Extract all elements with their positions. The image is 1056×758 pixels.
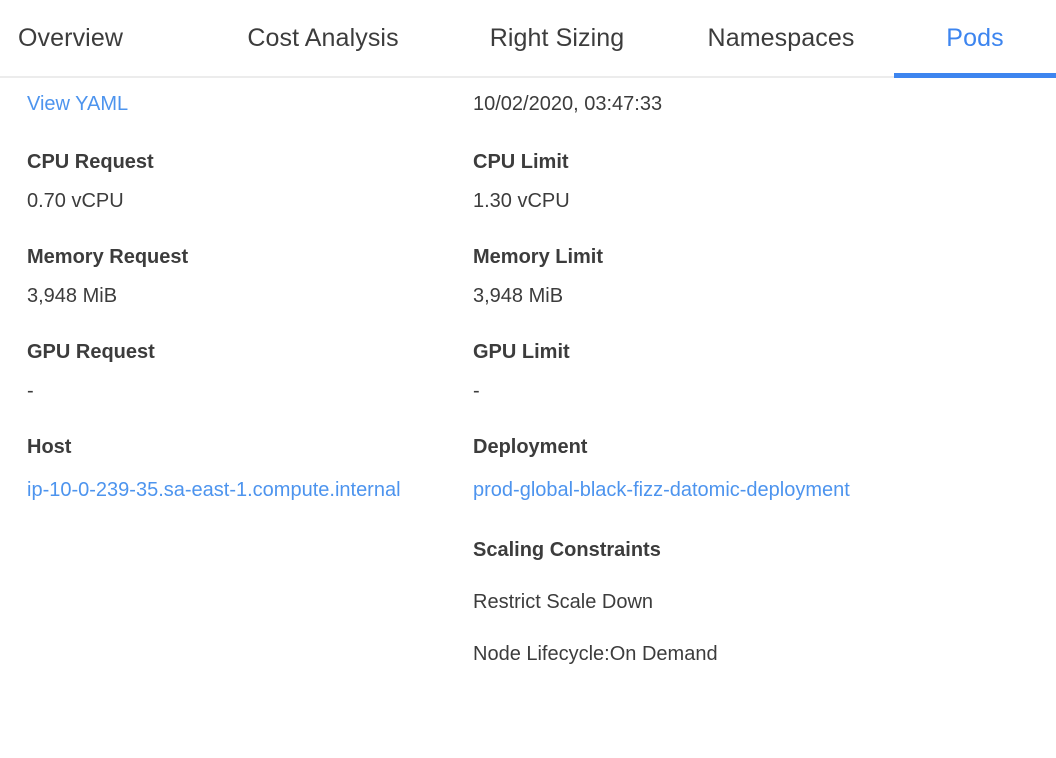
memory-limit-label: Memory Limit [473, 246, 604, 268]
tab-right-sizing[interactable]: Right Sizing [446, 0, 668, 76]
gpu-limit-label: GPU Limit [473, 341, 570, 363]
tab-pods-label: Pods [946, 23, 1004, 52]
field-gpu-limit: GPU Limit - [473, 339, 964, 404]
tab-bar: Overview Cost Analysis Right Sizing Name… [0, 0, 1056, 78]
memory-request-value: 3,948 MiB [27, 285, 118, 307]
memory-request-label: Memory Request [27, 246, 189, 268]
cpu-request-label: CPU Request [27, 151, 154, 173]
cpu-limit-value: 1.30 vCPU [473, 190, 570, 212]
tab-cost-analysis-label: Cost Analysis [247, 23, 399, 52]
tab-cost-analysis[interactable]: Cost Analysis [200, 0, 446, 76]
cpu-limit-label: CPU Limit [473, 151, 569, 173]
scaling-constraint-item: Restrict Scale Down [473, 591, 654, 613]
gpu-limit-value: - [473, 380, 480, 402]
pod-detail-panel: View YAML CPU Request 0.70 vCPU Memory R… [0, 78, 1056, 667]
field-cpu-request: CPU Request 0.70 vCPU [27, 149, 464, 214]
deployment-link[interactable]: prod-global-black-fizz-datomic-deploymen… [473, 479, 850, 501]
scaling-constraint-item: Node Lifecycle:On Demand [473, 643, 718, 665]
detail-columns: View YAML CPU Request 0.70 vCPU Memory R… [0, 91, 1056, 667]
tab-pods[interactable]: Pods [894, 0, 1056, 78]
deployment-label: Deployment [473, 436, 588, 458]
tab-overview[interactable]: Overview [0, 0, 200, 76]
tab-active-underline [894, 73, 1056, 78]
field-timestamp: 10/02/2020, 03:47:33 [473, 91, 964, 117]
tab-namespaces-label: Namespaces [707, 23, 855, 52]
field-cpu-limit: CPU Limit 1.30 vCPU [473, 149, 964, 214]
tab-right-sizing-label: Right Sizing [489, 23, 625, 52]
field-scaling-constraints: Scaling Constraints Restrict Scale Down … [473, 537, 964, 667]
gpu-request-value: - [27, 380, 34, 402]
tab-overview-label: Overview [18, 23, 123, 52]
field-memory-limit: Memory Limit 3,948 MiB [473, 244, 964, 309]
view-yaml-link[interactable]: View YAML [27, 93, 129, 115]
timestamp-value: 10/02/2020, 03:47:33 [473, 93, 663, 115]
gpu-request-label: GPU Request [27, 341, 155, 363]
detail-column-right: 10/02/2020, 03:47:33 CPU Limit 1.30 vCPU… [464, 91, 964, 667]
field-gpu-request: GPU Request - [27, 339, 464, 404]
host-link[interactable]: ip-10-0-239-35.sa-east-1.compute.interna… [27, 479, 401, 501]
cpu-request-value: 0.70 vCPU [27, 190, 124, 212]
field-memory-request: Memory Request 3,948 MiB [27, 244, 464, 309]
memory-limit-value: 3,948 MiB [473, 285, 564, 307]
tab-namespaces[interactable]: Namespaces [668, 0, 894, 76]
field-view-yaml: View YAML [27, 91, 464, 117]
scaling-constraints-label: Scaling Constraints [473, 539, 661, 561]
host-label: Host [27, 436, 72, 458]
field-deployment: Deployment prod-global-black-fizz-datomi… [473, 434, 964, 507]
field-host: Host ip-10-0-239-35.sa-east-1.compute.in… [27, 434, 464, 507]
detail-column-left: View YAML CPU Request 0.70 vCPU Memory R… [0, 91, 464, 507]
